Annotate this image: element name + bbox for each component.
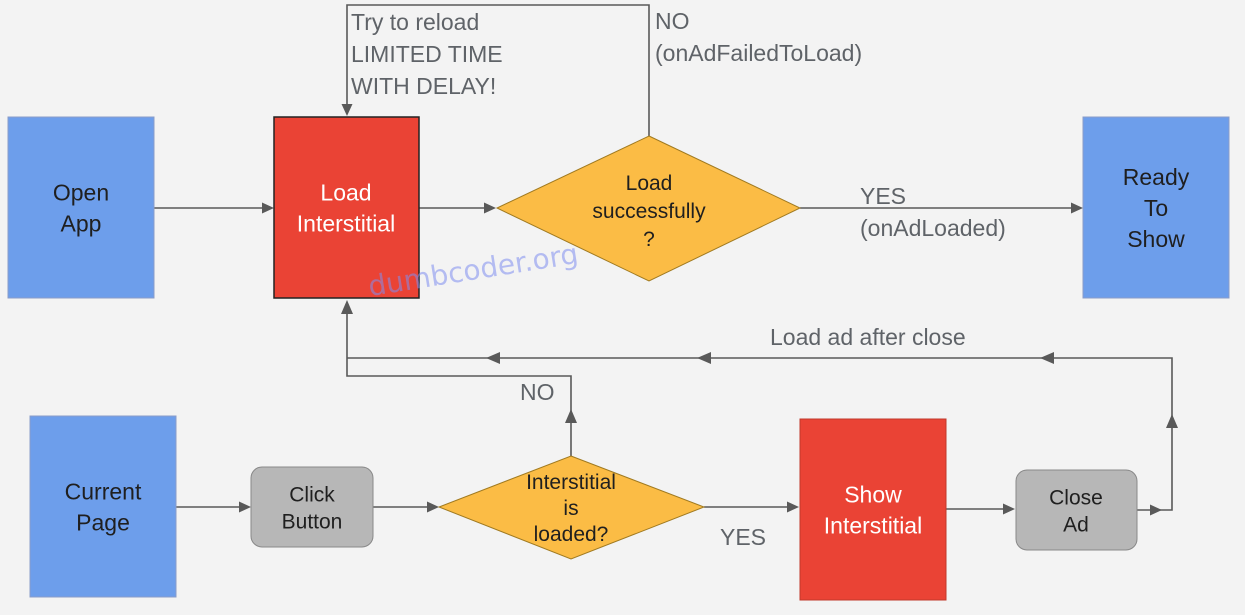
node-label-line: loaded?	[534, 523, 609, 546]
node-label-line: Show	[1127, 226, 1185, 252]
node-label-line: Click	[289, 484, 335, 507]
node-label-line: Interstitial	[526, 471, 616, 494]
edge-decision-to-show	[704, 501, 799, 513]
node-label-line: Interstitial	[297, 211, 395, 237]
node-label-line: Load	[626, 172, 673, 195]
node-label-line: Page	[76, 510, 130, 536]
label-not-loaded: NO	[520, 379, 555, 405]
node-label-line: is	[563, 497, 578, 520]
edge-after-close-loop	[347, 352, 1178, 516]
node-label: Interstitial is loaded?	[526, 471, 616, 546]
node-label-line: App	[61, 211, 102, 237]
edge-show-to-close	[946, 503, 1015, 515]
node-label-line: ?	[643, 228, 655, 251]
node-label-line: Button	[282, 511, 343, 534]
edge-current-to-click	[176, 501, 251, 513]
node-label-line: Ready	[1123, 164, 1190, 190]
label-retry: Try to reload LIMITED TIME WITH DELAY!	[351, 9, 509, 99]
connectors	[154, 4, 1178, 516]
label-is-loaded: YES	[720, 524, 766, 550]
edge-load-to-decision	[419, 202, 496, 214]
label-after-close: Load ad after close	[770, 324, 966, 350]
node-label-line: Current	[65, 479, 142, 505]
node-label-line: Show	[844, 482, 902, 508]
node-label: Load successfully?	[592, 172, 706, 251]
node-label-line: Interstitial	[824, 513, 922, 539]
label-failed: NO (onAdFailedToLoad)	[655, 8, 862, 66]
edge-not-loaded-loop	[341, 300, 577, 456]
node-label-line: Open	[53, 180, 109, 206]
node-label-line: Load	[320, 180, 371, 206]
node-load-successfully: Load successfully?	[495, 135, 802, 282]
edge-open-app-to-load	[154, 202, 274, 214]
edge-retry-loop	[341, 4, 650, 136]
node-interstitial-loaded: Interstitial is loaded?	[437, 455, 706, 560]
node-label-line: successfully	[592, 200, 706, 223]
node-label-line: To	[1144, 195, 1168, 221]
label-loaded: YES (onAdLoaded)	[860, 183, 1006, 241]
node-label-line: Close	[1049, 487, 1103, 510]
edge-decision-to-ready	[800, 202, 1083, 214]
node-label-line: Ad	[1063, 514, 1089, 537]
edge-click-to-decision	[373, 501, 439, 513]
